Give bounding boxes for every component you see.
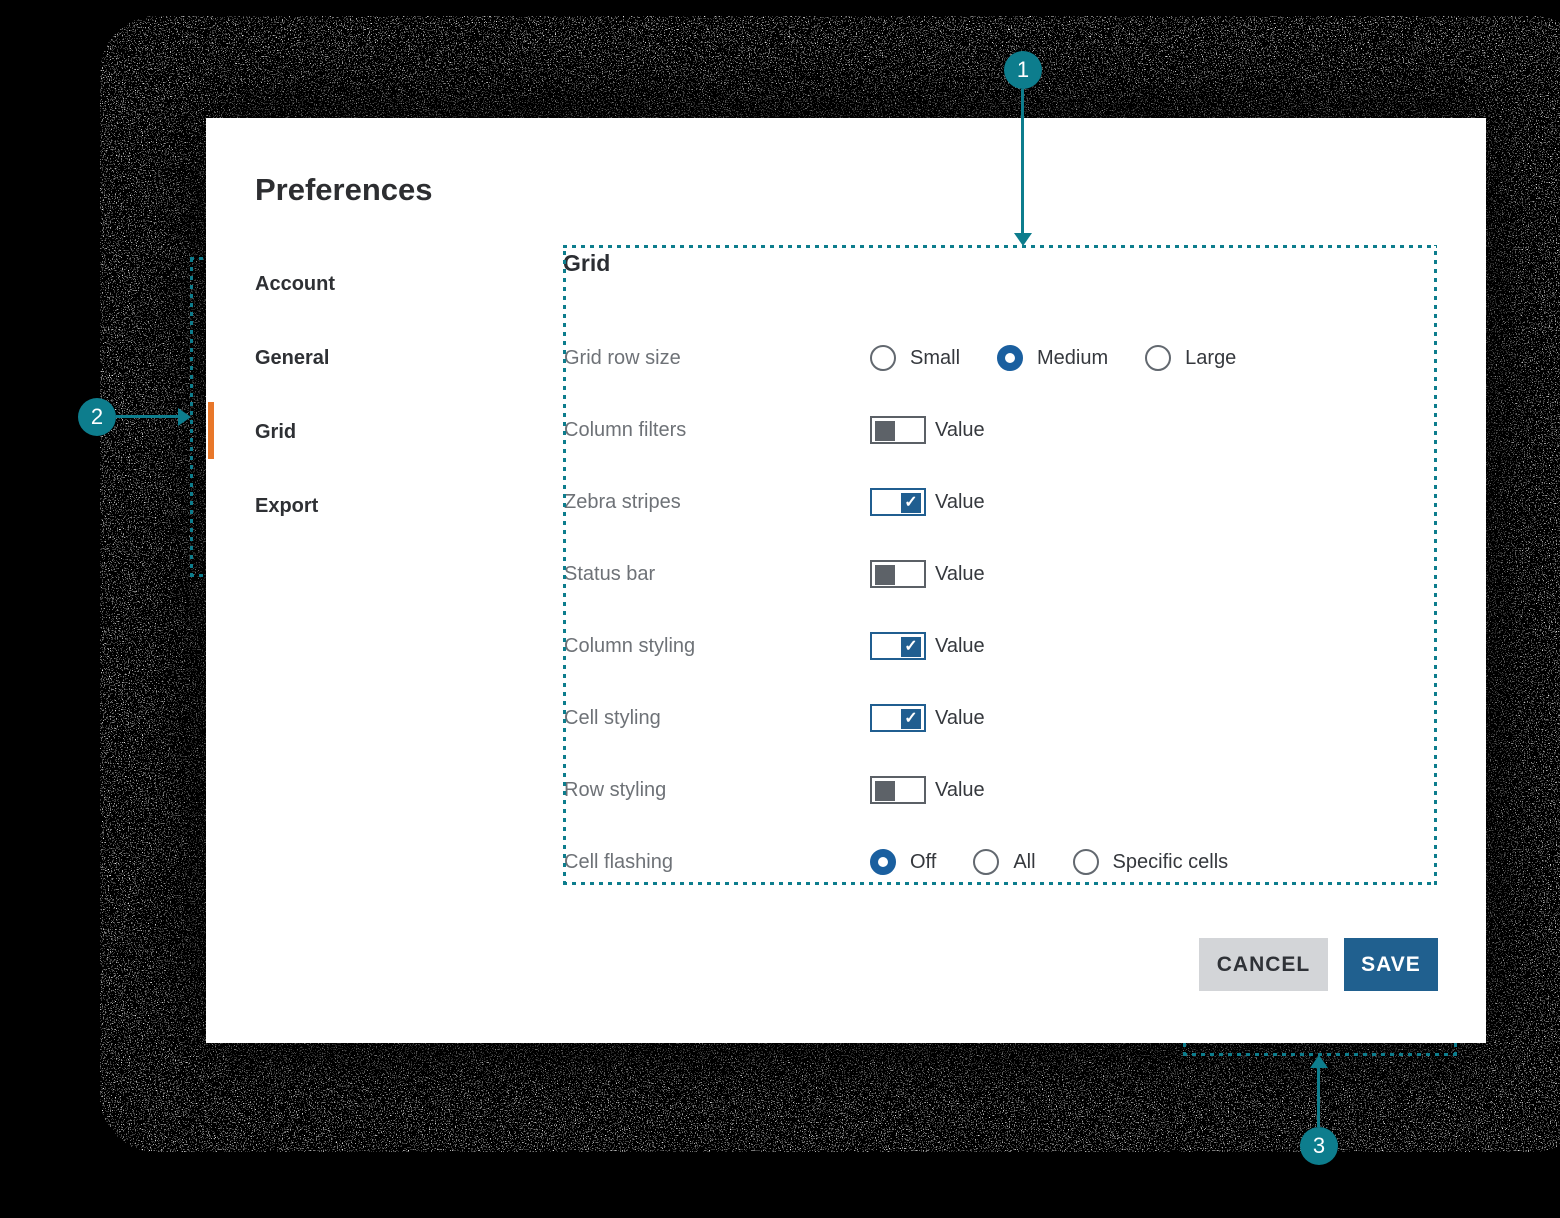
radio-all[interactable] [973, 849, 1000, 875]
save-button[interactable]: SAVE [1344, 938, 1438, 991]
arrow-up-icon [1310, 1055, 1328, 1068]
setting-row-grid-row-size: Grid row size Small Medium Large [564, 338, 1273, 378]
setting-label: Row styling [564, 778, 667, 801]
callout-badge-1: 1 [1004, 51, 1042, 89]
callout-badge-2: 2 [78, 398, 116, 436]
column-styling-toggle[interactable]: ✓ [870, 632, 926, 660]
radio-label: Specific cells [1112, 850, 1229, 873]
check-icon: ✓ [904, 638, 918, 655]
radio-label: Off [910, 850, 937, 873]
radio-off[interactable] [870, 849, 896, 875]
callout-arrow-2 [116, 415, 178, 418]
setting-label: Cell styling [564, 706, 661, 729]
callout-badge-3: 3 [1300, 1127, 1338, 1165]
value-label: Value [935, 778, 985, 801]
setting-row-zebra-stripes: Zebra stripes ✓ Value [564, 482, 985, 522]
toggle-knob: ✓ [875, 565, 895, 585]
toggle-knob: ✓ [875, 781, 895, 801]
radio-medium[interactable] [997, 345, 1024, 371]
preferences-dialog: Preferences Account General Grid Export … [206, 118, 1486, 1043]
setting-row-cell-styling: Cell styling ✓ Value [564, 698, 985, 738]
check-icon: ✓ [904, 494, 918, 511]
setting-label: Column filters [564, 418, 687, 441]
setting-row-column-styling: Column styling ✓ Value [564, 626, 985, 666]
panel-title: Grid [563, 250, 611, 276]
value-label: Value [935, 706, 985, 729]
radio-label: All [1013, 850, 1036, 873]
setting-label: Zebra stripes [564, 490, 681, 513]
column-filters-toggle[interactable]: ✓ [870, 416, 926, 444]
radio-label: Large [1185, 346, 1237, 369]
arrow-down-icon [1014, 233, 1032, 246]
toggle-knob: ✓ [901, 709, 921, 729]
callout-arrow-1 [1021, 89, 1024, 233]
value-label: Value [935, 418, 985, 441]
arrow-right-icon [178, 408, 191, 426]
status-bar-toggle[interactable]: ✓ [870, 560, 926, 588]
setting-label: Grid row size [564, 346, 681, 369]
setting-row-cell-flashing: Cell flashing Off All Specific cells [564, 842, 1265, 882]
setting-row-status-bar: Status bar ✓ Value [564, 554, 985, 594]
cell-styling-toggle[interactable]: ✓ [870, 704, 926, 732]
radio-large[interactable] [1145, 345, 1172, 371]
sidebar-item-export[interactable]: Export [255, 495, 319, 517]
row-styling-toggle[interactable]: ✓ [870, 776, 926, 804]
value-label: Value [935, 490, 985, 513]
setting-label: Status bar [564, 562, 656, 585]
setting-label: Column styling [564, 634, 696, 657]
page-title: Preferences [255, 172, 433, 207]
radio-small[interactable] [870, 345, 896, 371]
radio-label: Small [910, 346, 961, 369]
setting-label: Cell flashing [564, 850, 673, 873]
cancel-button[interactable]: CANCEL [1199, 938, 1328, 991]
active-item-indicator [208, 402, 214, 459]
callout-arrow-3 [1317, 1068, 1320, 1127]
value-label: Value [935, 562, 985, 585]
setting-row-column-filters: Column filters ✓ Value [564, 410, 985, 450]
sidebar-item-account[interactable]: Account [255, 273, 335, 295]
radio-label: Medium [1037, 346, 1109, 369]
radio-specific-cells[interactable] [1072, 849, 1099, 875]
sidebar-item-general[interactable]: General [255, 347, 330, 369]
check-icon: ✓ [904, 710, 918, 727]
toggle-knob: ✓ [901, 493, 921, 513]
toggle-knob: ✓ [901, 637, 921, 657]
sidebar-item-grid[interactable]: Grid [255, 421, 297, 443]
setting-row-row-styling: Row styling ✓ Value [564, 770, 985, 810]
value-label: Value [935, 634, 985, 657]
toggle-knob: ✓ [875, 421, 895, 441]
zebra-stripes-toggle[interactable]: ✓ [870, 488, 926, 516]
